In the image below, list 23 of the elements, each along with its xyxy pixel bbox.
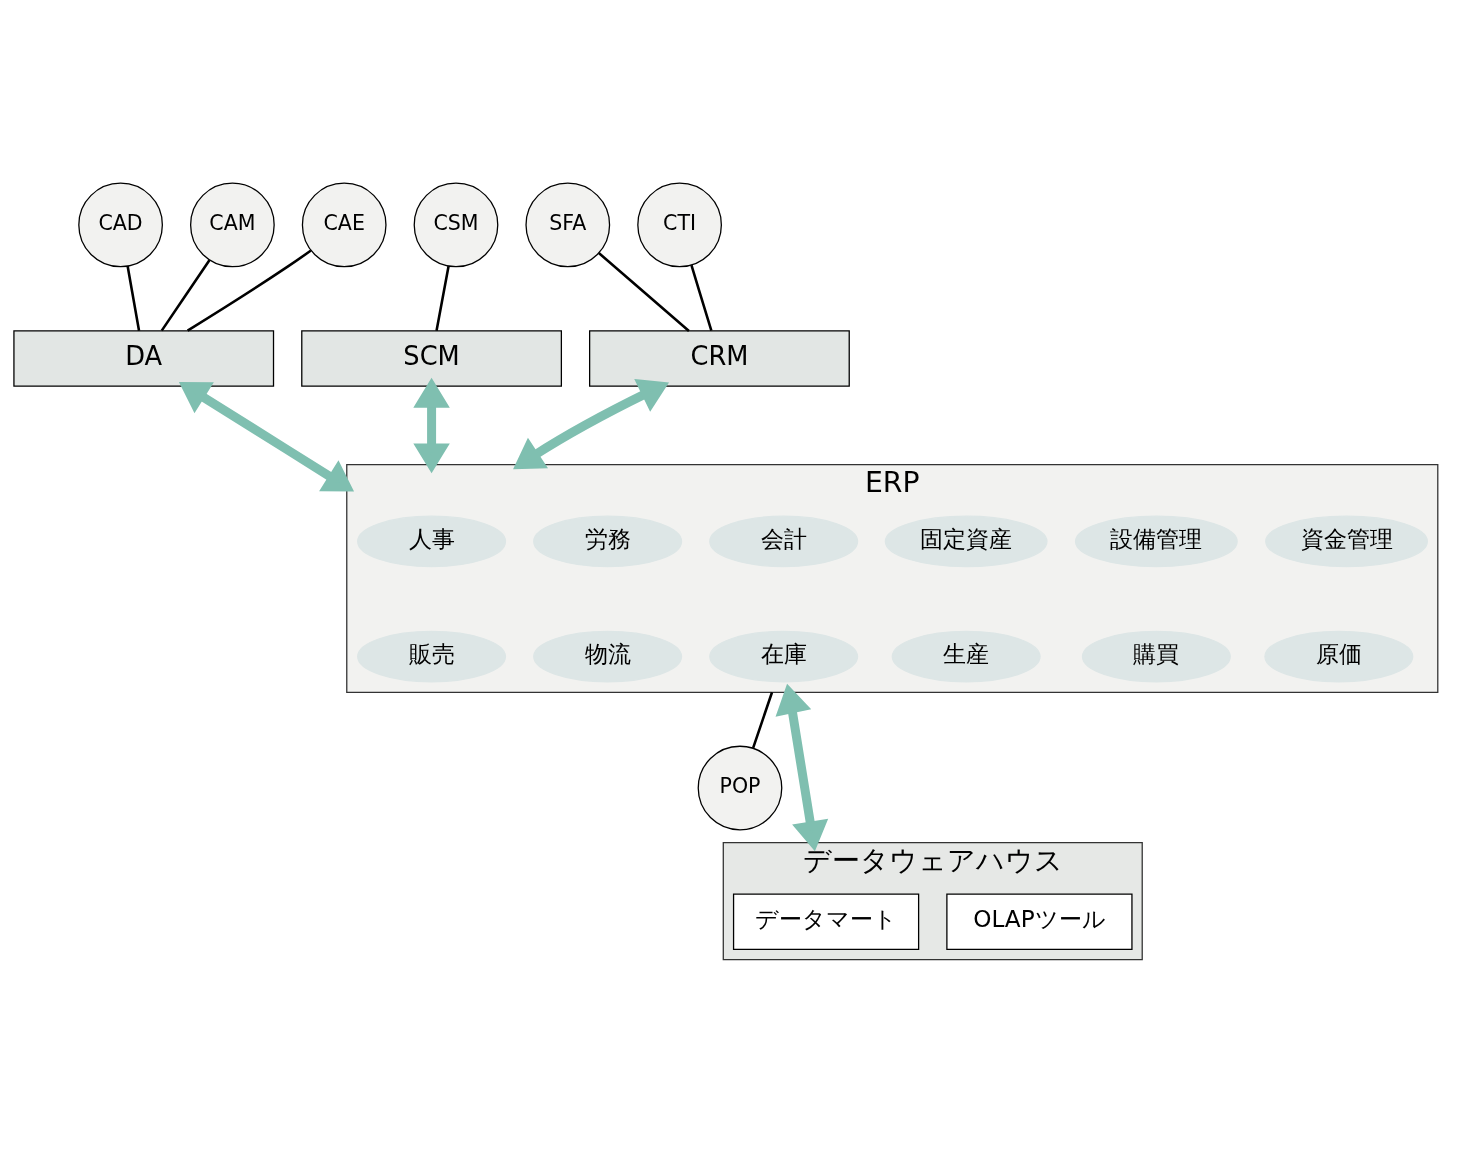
node-box: SCM bbox=[301, 329, 562, 387]
connector bbox=[186, 248, 312, 332]
node-box: DA bbox=[13, 329, 275, 387]
node-box: CRM bbox=[589, 329, 850, 387]
node-circle: POP bbox=[697, 745, 783, 830]
node-box: データマート bbox=[732, 892, 920, 950]
node-circle: SFA bbox=[525, 182, 611, 267]
connector bbox=[435, 265, 450, 331]
node-circle: CSM bbox=[413, 182, 499, 267]
node-circle: CAE bbox=[301, 182, 387, 267]
connector bbox=[160, 258, 211, 331]
connector bbox=[690, 264, 713, 331]
node-circle: CTI bbox=[637, 182, 722, 267]
node-circle: CAM bbox=[190, 182, 275, 267]
arrow bbox=[513, 378, 670, 469]
arrow bbox=[413, 377, 450, 473]
arrow bbox=[775, 683, 829, 851]
connector bbox=[598, 251, 690, 332]
arrow bbox=[178, 381, 355, 492]
node-circle: CAD bbox=[78, 182, 163, 267]
node-box: OLAPツール bbox=[946, 892, 1133, 950]
connector bbox=[126, 265, 141, 331]
connector bbox=[751, 691, 774, 748]
